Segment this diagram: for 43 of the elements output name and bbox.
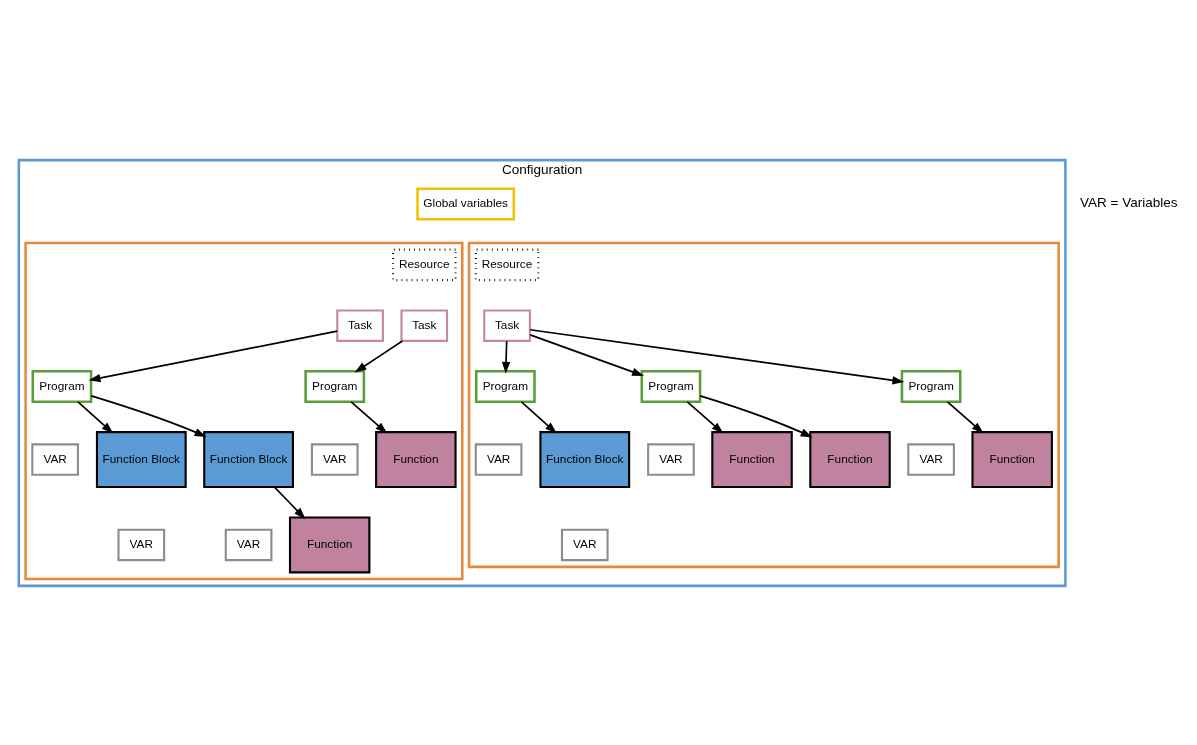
label: VAR = Variables <box>1080 194 1178 210</box>
arrow <box>946 400 984 434</box>
node-box: Function <box>375 430 457 488</box>
node-box: Task <box>336 308 384 342</box>
node-box: VAR <box>560 528 609 561</box>
node-box: Program <box>640 369 702 403</box>
node-box: Task <box>483 308 531 342</box>
node-box: Global variables <box>416 187 516 221</box>
arrow <box>529 328 905 384</box>
arrow <box>90 394 207 437</box>
node-box: VAR <box>907 442 955 476</box>
arrow <box>529 333 644 376</box>
node-box: Function Block <box>539 430 631 488</box>
node-box: Program <box>304 369 366 403</box>
arrow <box>273 485 306 519</box>
arrow <box>520 400 557 434</box>
node-box: Function <box>711 430 793 488</box>
node-box: Function <box>288 515 371 573</box>
arrow <box>686 400 724 434</box>
cluster <box>24 241 464 580</box>
node-box: Program <box>474 369 536 403</box>
node-box: VAR <box>31 442 79 476</box>
node-box: Program <box>31 369 93 403</box>
arrow <box>501 339 511 374</box>
node-box: Function <box>809 430 891 488</box>
arrow <box>88 329 339 382</box>
node-box: Task <box>400 308 449 342</box>
node-box: Function Block <box>95 430 187 488</box>
node-box: Resource <box>474 248 540 281</box>
node-box: Program <box>900 369 962 403</box>
node-box: VAR <box>474 442 523 476</box>
node-box: VAR <box>310 442 359 476</box>
arrow <box>354 339 404 373</box>
arrow <box>77 400 114 434</box>
node-box: VAR <box>224 528 273 561</box>
node-box: Function <box>971 430 1053 488</box>
node-box: Resource <box>391 248 457 281</box>
node-box: VAR <box>647 442 695 476</box>
node-box: Function Block <box>203 430 294 488</box>
node-box: VAR <box>117 528 166 561</box>
arrow <box>699 394 813 437</box>
arrow <box>350 400 388 434</box>
cluster <box>467 241 1060 568</box>
